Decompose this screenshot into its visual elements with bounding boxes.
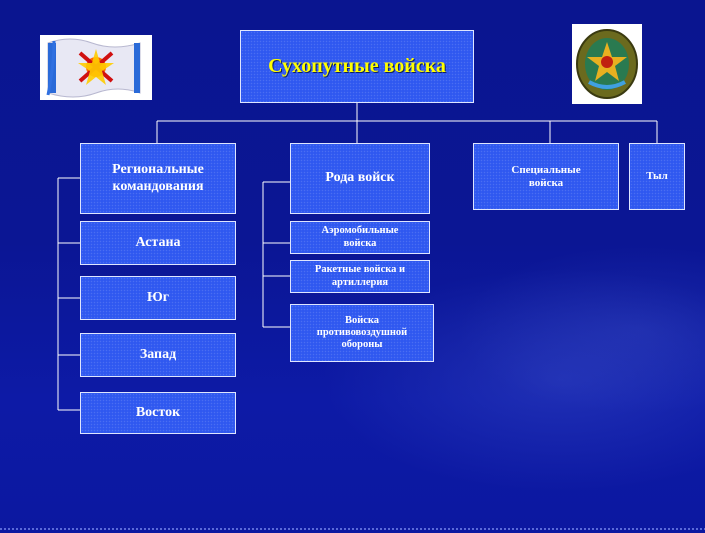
regional-command-label: Восток xyxy=(135,404,181,420)
troop-type-item: Ракетные войска и артиллерия xyxy=(290,260,430,293)
regional-command-label: Запад xyxy=(139,346,177,362)
troop-type-item: Войска противовоздушной обороны xyxy=(290,304,434,362)
branch-regional-box: Региональные командования xyxy=(80,143,236,214)
branch-special-label: Специальные войска xyxy=(511,163,581,189)
troop-type-label: Ракетные войска и артиллерия xyxy=(314,264,406,288)
branch-special-box: Специальные войска xyxy=(473,143,619,210)
regional-command-item: Восток xyxy=(80,392,236,434)
branch-regional-label: Региональные командования xyxy=(112,162,204,194)
bottom-divider xyxy=(0,528,705,530)
emblem-icon xyxy=(576,29,638,99)
regional-command-label: Астана xyxy=(135,234,181,250)
troop-type-item: Аэромобильные войска xyxy=(290,221,430,254)
flag-icon xyxy=(40,35,152,100)
branch-troops-label: Рода войск xyxy=(325,170,395,186)
regional-command-item: Юг xyxy=(80,276,236,320)
emblem-badge xyxy=(572,24,642,104)
regional-command-item: Астана xyxy=(80,221,236,265)
branch-rear-label: Тыл xyxy=(646,170,668,183)
troop-type-label: Аэромобильные войска xyxy=(321,225,399,249)
regional-command-item: Запад xyxy=(80,333,236,377)
branch-troops-box: Рода войск xyxy=(290,143,430,214)
title-box: Сухопутные войска xyxy=(240,30,474,103)
regional-command-label: Юг xyxy=(146,289,170,305)
branch-rear-box: Тыл xyxy=(629,143,685,210)
title-text: Сухопутные войска xyxy=(268,55,446,77)
troop-type-label: Войска противовоздушной обороны xyxy=(316,314,408,351)
